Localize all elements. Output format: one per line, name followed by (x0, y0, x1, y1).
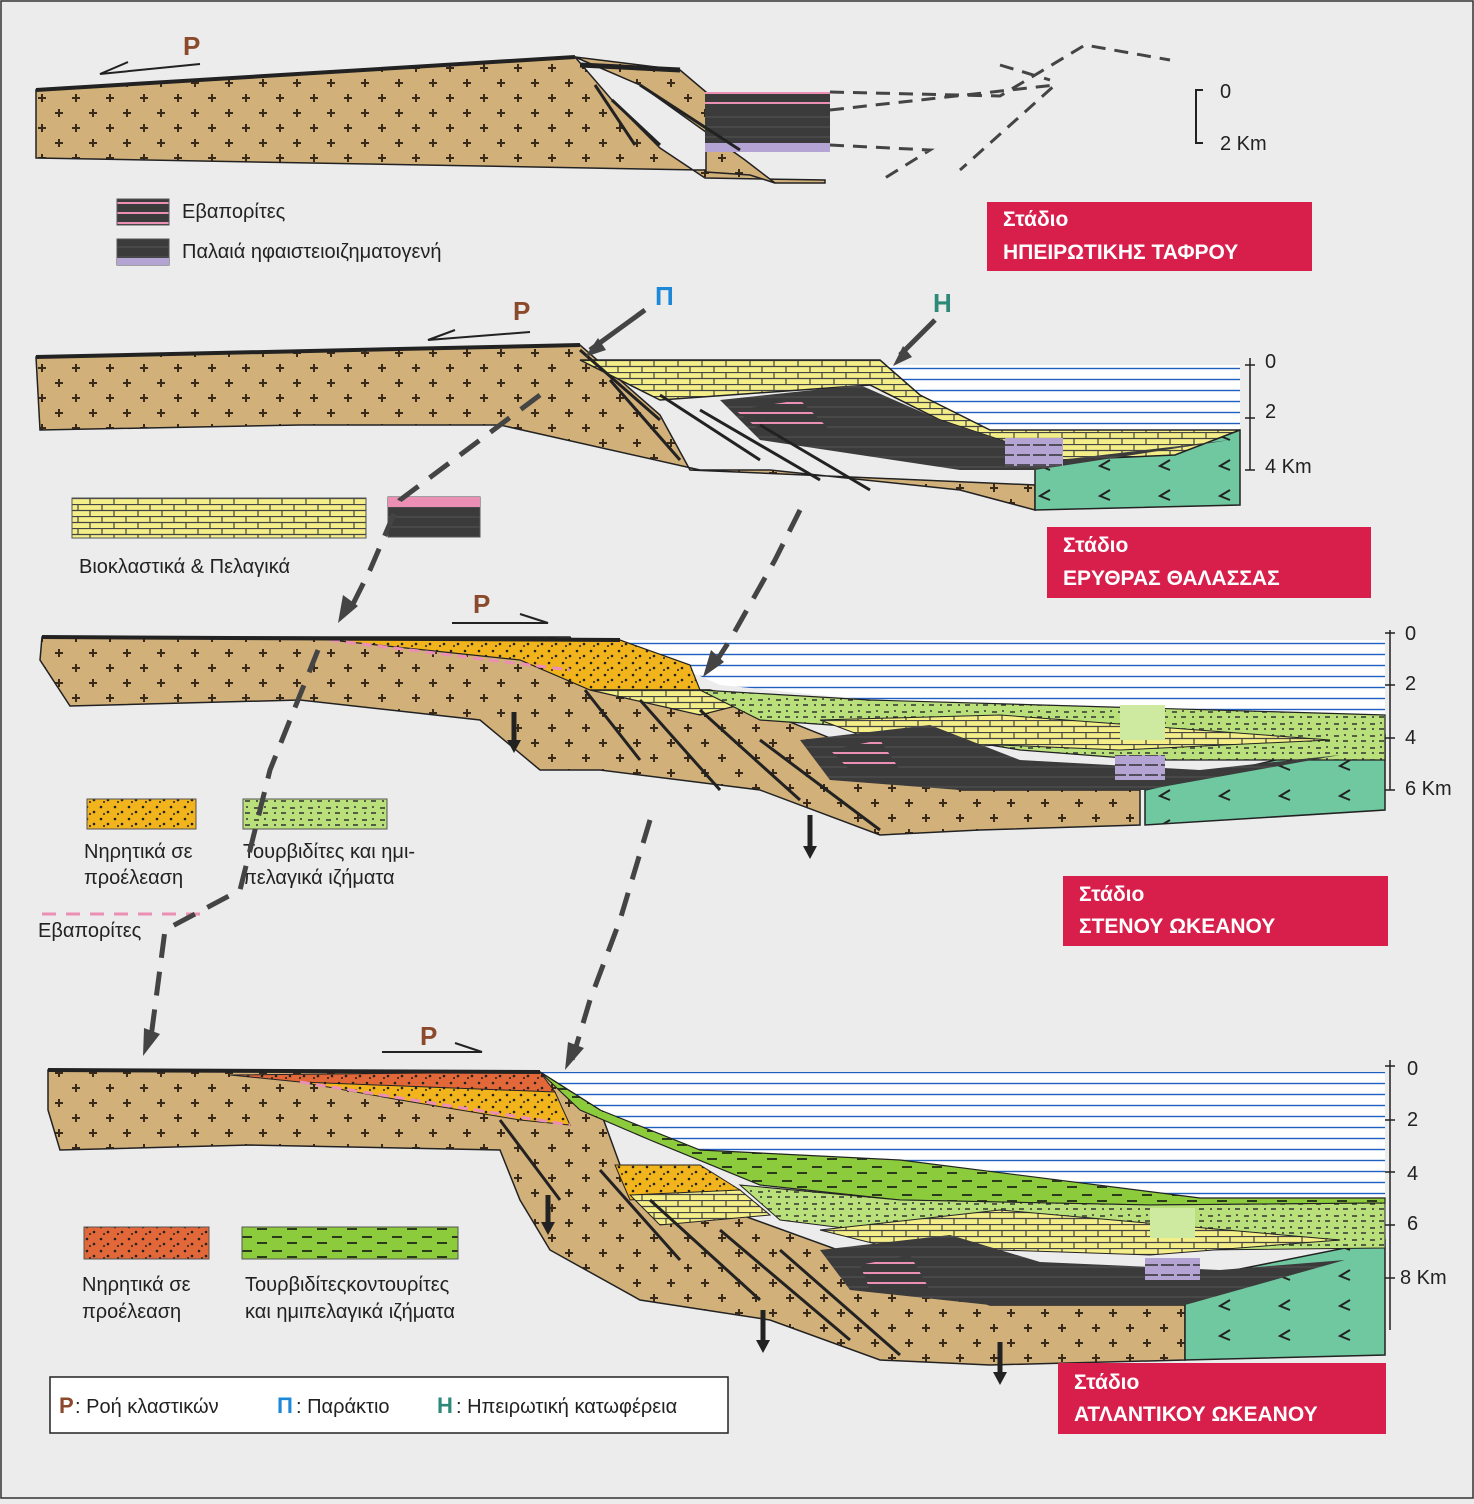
stage-box-redsea: Στάδιο ΕΡΥΘΡΑΣ ΘΑΛΑΣΣΑΣ (1047, 527, 1371, 598)
stage-atlantic-label: Στάδιο (1074, 1371, 1139, 1394)
key-H-letter: Η (437, 1393, 453, 1418)
legend-contourites-label-2: και ημιπελαγικά ιζήματα (245, 1301, 455, 1323)
narrow-depth-6: 6 Km (1405, 778, 1452, 800)
legend-evaporites-dash-label: Εβαπορίτες (38, 920, 142, 942)
narrow-P-letter: Ρ (473, 589, 490, 619)
stage-narrow-label: Στάδιο (1079, 883, 1144, 906)
water-atlantic (540, 1072, 1385, 1198)
legend-rift: Εβαπορίτες Παλαιά ηφαιστειοιζηματογενή (116, 198, 442, 266)
section-rift: Ρ 0 2 Km (35, 31, 1267, 184)
key-P-text: : Ροή κλαστικών (75, 1396, 219, 1418)
atlantic-depth-6: 6 (1407, 1213, 1418, 1235)
stage-atlantic-name: ΑΤΛΑΝΤΙΚΟΥ ΩΚΕΑΝΟΥ (1074, 1403, 1318, 1426)
atlantic-P-letter: Ρ (420, 1021, 437, 1051)
stage-redsea-label: Στάδιο (1063, 534, 1128, 557)
rift-volcanic (705, 112, 830, 150)
crust-redsea (35, 344, 1036, 511)
redsea-black (720, 385, 1230, 470)
redsea-depth-0: 0 (1265, 351, 1276, 373)
section-narrow: Ρ 0 2 4 6 Km (39, 589, 1452, 859)
legend-neritic-label-1: Νηρητικά σε (84, 841, 193, 863)
ocean-crust-atlantic (1184, 1239, 1386, 1361)
legend-neritic-label-2: προέλεαση (84, 867, 183, 889)
section-redsea: Ρ Π Η 0 2 4 Km (35, 281, 1312, 511)
scale-bar-top: 0 (1220, 81, 1231, 103)
legend-turbidites-label-1: Τουρβιδίτες και ημι- (243, 841, 415, 863)
redsea-depth-4: 4 Km (1265, 456, 1312, 478)
stage-box-narrow: Στάδιο ΣΤΕΝΟΥ ΩΚΕΑΝΟΥ (1063, 876, 1388, 946)
atlantic-depth-0: 0 (1407, 1058, 1418, 1080)
correlation-arrows (147, 393, 803, 1061)
legend-atlantic: Νηρητικά σε προέλεαση Τουρβιδίτεςκοντουρ… (82, 1226, 459, 1323)
stage-rift-name: ΗΠΕΙΡΩΤΙΚΗΣ ΤΑΦΡΟΥ (1003, 241, 1238, 264)
legend-turbidites-label-2: πελαγικά ιζήματα (243, 867, 395, 889)
rift-evaporites (705, 92, 830, 112)
redsea-P-arrow (427, 329, 531, 341)
legend-volcanic-label: Παλαιά ηφαιστειοιζηματογενή (182, 241, 442, 263)
redsea-bioclastic (579, 359, 1241, 461)
narrow-depth-2: 2 (1405, 673, 1416, 695)
legend-narrow: Νηρητικά σε προέλεαση Τουρβιδίτες και ημ… (38, 798, 415, 942)
redsea-depth-2: 2 (1265, 401, 1276, 423)
Pi-letter: Π (655, 281, 674, 311)
symbol-key: Ρ : Ροή κλαστικών Π : Παράκτιο Η : Ηπειρ… (49, 1376, 729, 1434)
key-H-text: : Ηπειρωτική κατωφέρεια (456, 1396, 677, 1418)
redsea-P-letter: Ρ (513, 296, 530, 326)
rift-P-letter: Ρ (183, 31, 200, 61)
H-letter: Η (933, 288, 952, 318)
rift-P-arrow (99, 61, 201, 75)
scale-bar (1195, 89, 1203, 144)
narrow-P-arrow (452, 613, 549, 624)
atlantic-depth-2: 2 (1407, 1109, 1418, 1131)
key-P-letter: Ρ (59, 1393, 74, 1418)
legend-redsea: Βιοκλαστικά & Πελαγικά (71, 496, 481, 578)
crust-rift (35, 56, 826, 184)
atlantic-brick-upper (628, 1189, 772, 1226)
atlantic-depth-8: 8 Km (1400, 1267, 1447, 1289)
atlantic-depth-4: 4 (1407, 1163, 1418, 1185)
legend-evaporites-label: Εβαπορίτες (182, 201, 286, 223)
legend-neritic-b-label-1: Νηρητικά σε (82, 1274, 191, 1296)
narrow-depth-0: 0 (1405, 623, 1416, 645)
stage-redsea-name: ΕΡΥΘΡΑΣ ΘΑΛΑΣΣΑΣ (1063, 567, 1280, 590)
H-arrow (898, 318, 937, 357)
atlantic-P-arrow (382, 1042, 483, 1053)
correlation-arrowheads (143, 595, 724, 1070)
rift-dashed-outline (829, 43, 1171, 180)
stage-box-atlantic: Στάδιο ΑΤΛΑΝΤΙΚΟΥ ΩΚΕΑΝΟΥ (1058, 1363, 1386, 1434)
narrow-depth-4: 4 (1405, 727, 1416, 749)
section-atlantic: Ρ 0 2 4 6 8 Km (47, 1021, 1447, 1385)
scale-bar-bottom: 2 Km (1220, 133, 1267, 155)
stage-narrow-name: ΣΤΕΝΟΥ ΩΚΕΑΝΟΥ (1079, 915, 1275, 938)
key-Pi-letter: Π (277, 1393, 293, 1418)
stage-rift-label: Στάδιο (1003, 208, 1068, 231)
atlantic-black (820, 1235, 1345, 1305)
key-Pi-text: : Παράκτιο (296, 1396, 390, 1418)
legend-contourites-label-1: Τουρβιδίτεςκοντουρίτες (245, 1274, 450, 1296)
legend-neritic-b-label-2: προέλεαση (82, 1301, 181, 1323)
narrow-black (800, 725, 1340, 790)
stage-box-rift: Στάδιο ΗΠΕΙΡΩΤΙΚΗΣ ΤΑΦΡΟΥ (987, 202, 1312, 271)
legend-bioclastic-label: Βιοκλαστικά & Πελαγικά (79, 556, 290, 578)
water-narrow (620, 640, 1385, 715)
water-redsea (880, 365, 1240, 430)
